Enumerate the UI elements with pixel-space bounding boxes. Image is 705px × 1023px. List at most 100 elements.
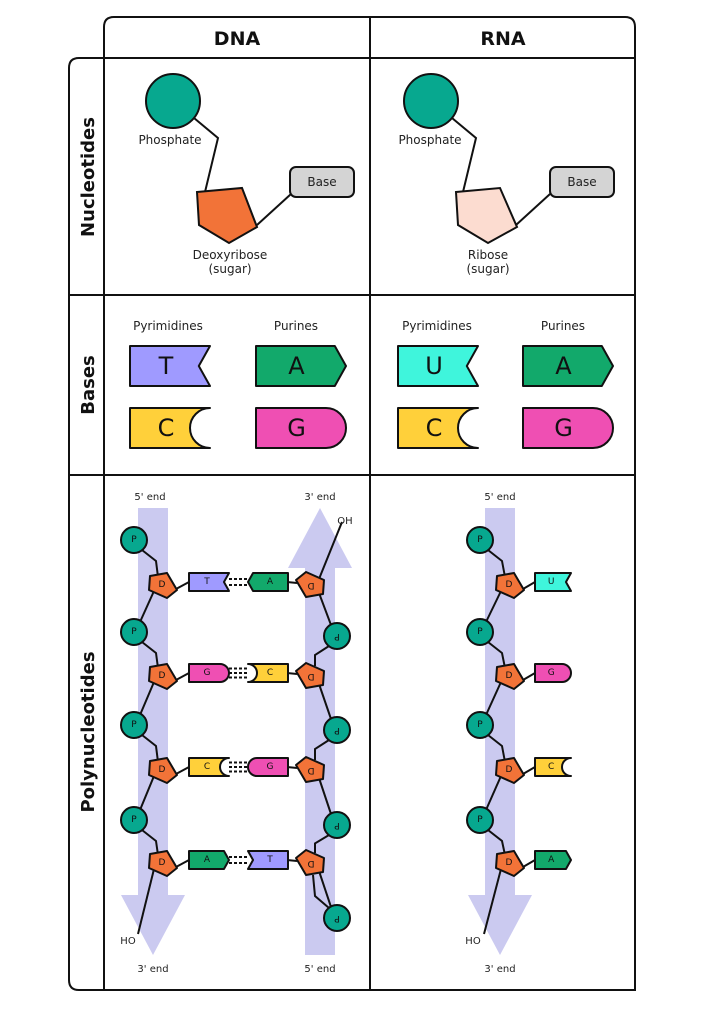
base-shape-U [397, 345, 479, 387]
rna-terminal: HO [465, 936, 481, 947]
sugar-base-bond [175, 581, 190, 590]
dna-purine-A: A [255, 345, 347, 387]
phosphate-icon [120, 711, 148, 739]
base-letter-C: C [204, 762, 210, 772]
backbone-bond [139, 590, 155, 623]
base-shape-A [534, 850, 572, 870]
phosphate-icon [466, 618, 494, 646]
dna-left-bottom-label: 3' end [137, 964, 168, 975]
base-shape-G [255, 407, 347, 449]
base-shape-T [247, 850, 289, 870]
purines-label-rna: Purines [541, 319, 585, 333]
backbone-bond [485, 775, 502, 811]
sugar-icon [495, 572, 525, 599]
column-header-dna: DNA [214, 28, 261, 50]
base-shape-G [247, 757, 289, 777]
sugar-symbol: D [506, 671, 513, 681]
phosphate-symbol: P [131, 627, 137, 637]
dna-pyrimidine-C: C [129, 407, 211, 449]
sugar-icon [295, 662, 325, 689]
base-shape-A [522, 345, 614, 387]
base-letter-A: A [204, 855, 211, 865]
phosphate-icon [466, 711, 494, 739]
backbone-bond [318, 683, 332, 720]
phosphate-icon [323, 904, 351, 932]
row-label-polynucleotides: Polynucleotides [78, 651, 99, 812]
base-shape-G [534, 663, 572, 683]
phosphate-symbol: P [131, 720, 137, 730]
backbone-bond [314, 834, 330, 853]
phosphate-sugar-bond [193, 117, 220, 193]
backbone-bond [318, 777, 332, 815]
dna-left-strand-band [121, 508, 185, 955]
backbone-bond [314, 645, 330, 666]
phosphate-icon [466, 806, 494, 834]
base-letter-A: A [555, 352, 572, 380]
sugar-note: (sugar) [208, 262, 251, 276]
rowlabel-frame [68, 57, 104, 991]
rna-base-U: U [534, 572, 572, 592]
sugar-icon [295, 571, 325, 598]
dna-right-base-C: C [247, 663, 289, 683]
sugar-icon [148, 572, 178, 599]
rna-base-C: C [534, 757, 572, 777]
sugar-symbol: D [307, 765, 314, 775]
strand-arrow-down [468, 508, 532, 955]
sugar-symbol: D [307, 858, 314, 868]
phosphate-symbol: P [131, 815, 137, 825]
sugar-symbol: D [307, 580, 314, 590]
sugar-base-bond [175, 859, 190, 868]
row-label-bases: Bases [78, 355, 99, 415]
sugar-icon [295, 849, 325, 876]
rna-pyrimidine-C: C [397, 407, 479, 449]
dna-right-terminal: OH [337, 516, 352, 527]
dna-right-top-label: 3' end [304, 492, 335, 503]
backbone-bond [487, 829, 506, 856]
backbone-bond [141, 549, 159, 578]
backbone-bond [312, 874, 330, 909]
sugar-base-bond [175, 672, 190, 681]
pyrimidines-label-dna: Pyrimidines [133, 319, 203, 333]
base-letter-T: T [203, 577, 210, 587]
deoxyribose-icon [195, 186, 259, 245]
base-letter-C: C [548, 762, 554, 772]
phosphate-icon [120, 806, 148, 834]
dna-pyrimidine-T: T [129, 345, 211, 387]
base-box [549, 166, 615, 198]
sugar-symbol: D [506, 580, 513, 590]
sugar-base-bond [522, 859, 536, 868]
dna-right-base-A: A [247, 572, 289, 592]
dna-right-strand-band [288, 508, 352, 955]
base-shape-C [534, 757, 572, 777]
phosphate-symbol: P [131, 535, 137, 545]
phosphate-icon [323, 811, 351, 839]
sugar-icon [148, 663, 178, 690]
sugar-label: Deoxyribose [193, 248, 268, 262]
backbone-bond [318, 592, 332, 626]
backbone-bond [141, 641, 159, 669]
base-letter-A: A [267, 577, 274, 587]
phosphate-symbol: P [334, 820, 340, 830]
base-label: Base [307, 175, 336, 189]
sugar-icon [495, 663, 525, 690]
base-letter-C: C [426, 414, 443, 442]
sugar-icon [495, 850, 525, 877]
purines-label-dna: Purines [274, 319, 318, 333]
dna-left-base-C: C [188, 757, 230, 777]
base-letter-C: C [267, 668, 273, 678]
base-shape-C [247, 663, 289, 683]
backbone-bond [318, 870, 332, 908]
pyrimidines-label-rna: Pyrimidines [402, 319, 472, 333]
rna-top-label: 5' end [484, 492, 515, 503]
dna-left-base-T: T [188, 572, 230, 592]
base-letter-G: G [204, 668, 211, 678]
base-shape-T [129, 345, 211, 387]
sugar-base-bond [175, 766, 190, 775]
nucleotide-rna: Phosphate Base Ribose (sugar) [398, 73, 615, 276]
phosphate-icon [120, 618, 148, 646]
base-letter-T: T [266, 855, 273, 865]
sugar-symbol: D [159, 580, 166, 590]
